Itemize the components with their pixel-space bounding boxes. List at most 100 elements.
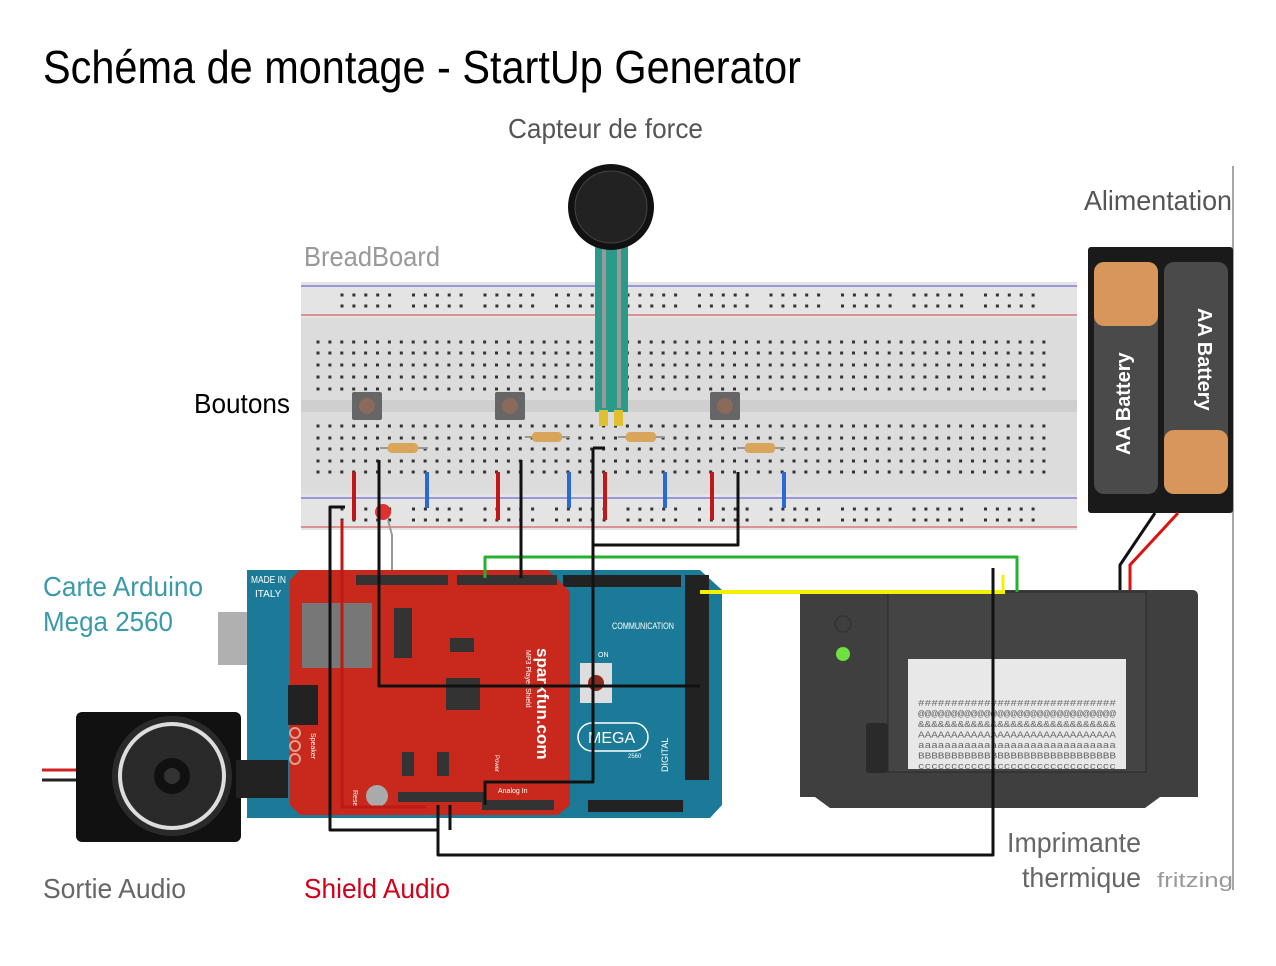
breadboard-hole — [673, 387, 677, 391]
breadboard-hole — [471, 340, 475, 344]
breadboard-hole — [542, 351, 546, 355]
breadboard-hole — [768, 375, 772, 379]
speaker[interactable] — [42, 712, 288, 842]
breadboard-hole — [459, 507, 463, 511]
breadboard-hole — [590, 375, 594, 379]
push-buttons[interactable] — [352, 392, 740, 420]
battery-holder[interactable]: AA Battery AA Battery — [1088, 247, 1233, 513]
breadboard-hole — [863, 447, 867, 451]
breadboard-hole — [817, 304, 821, 308]
breadboard-hole — [875, 470, 879, 474]
breadboard-hole — [316, 387, 320, 391]
breadboard-hole — [387, 470, 391, 474]
breadboard-hole — [935, 436, 939, 440]
breadboard-hole — [531, 507, 535, 511]
breadboard-hole — [875, 447, 879, 451]
label-printer-line1: Imprimante — [1007, 827, 1141, 858]
breadboard-hole — [685, 340, 689, 344]
breadboard-hole — [507, 293, 511, 297]
breadboard-hole — [447, 436, 451, 440]
breadboard-hole — [506, 387, 510, 391]
breadboard-hole — [673, 363, 677, 367]
breadboard[interactable] — [301, 282, 1077, 530]
breadboard-hole — [697, 387, 701, 391]
breadboard-hole — [328, 459, 332, 463]
breadboard-hole — [875, 387, 879, 391]
breadboard-hole — [674, 518, 678, 522]
audio-shield[interactable]: sparkfun.com MP3 Player Shield Analog In… — [288, 570, 570, 815]
reset-text: Reset — [351, 790, 358, 808]
breadboard-hole — [531, 293, 535, 297]
breadboard-hole — [804, 424, 808, 428]
breadboard-hole — [804, 387, 808, 391]
breadboard-hole — [756, 340, 760, 344]
breadboard-hole — [793, 304, 797, 308]
breadboard-hole — [399, 375, 403, 379]
on-text: ON — [598, 652, 609, 659]
breadboard-hole — [542, 375, 546, 379]
breadboard-hole — [661, 424, 665, 428]
breadboard-hole — [554, 387, 558, 391]
breadboard-hole — [923, 459, 927, 463]
breadboard-hole — [924, 304, 928, 308]
breadboard-hole — [685, 351, 689, 355]
breadboard-hole — [1006, 470, 1010, 474]
breadboard-hole — [887, 351, 891, 355]
breadboard-hole — [483, 459, 487, 463]
breadboard-hole — [852, 363, 855, 367]
breadboard-hole — [661, 351, 665, 355]
breadboard-hole — [733, 293, 737, 297]
breadboard-hole — [994, 459, 998, 463]
breadboard-hole — [733, 436, 736, 440]
breadboard-hole — [1031, 518, 1035, 522]
breadboard-hole — [1018, 470, 1022, 474]
breadboard-hole — [971, 424, 974, 428]
paper-line: &&&&&&&&&&&&&&&&&&&&&&&&&&&&&& — [918, 720, 1117, 730]
breadboard-hole — [435, 304, 439, 308]
force-sensor[interactable] — [568, 164, 654, 426]
thermal-printer[interactable]: ##############################@@@@@@@@@@… — [800, 590, 1198, 808]
breadboard-hole — [935, 363, 939, 367]
breadboard-hole — [495, 304, 499, 308]
breadboard-hole — [411, 340, 415, 344]
breadboard-hole — [316, 351, 320, 355]
breadboard-hole — [483, 507, 487, 511]
breadboard-hole — [792, 436, 796, 440]
breadboard-hole — [685, 375, 689, 379]
breadboard-hole — [649, 351, 653, 355]
breadboard-hole — [852, 459, 855, 463]
breadboard-hole — [984, 304, 987, 308]
breadboard-hole — [459, 470, 463, 474]
breadboard-hole — [1019, 507, 1023, 511]
breadboard-hole — [947, 424, 951, 428]
breadboard-hole — [590, 387, 594, 391]
breadboard-hole — [1006, 447, 1010, 451]
breadboard-hole — [828, 363, 832, 367]
breadboard-hole — [411, 375, 415, 379]
breadboard-hole — [518, 424, 522, 428]
breadboard-hole — [804, 351, 808, 355]
breadboard-hole — [650, 304, 654, 308]
push-button-2 — [495, 392, 525, 420]
breadboard-hole — [328, 447, 332, 451]
breadboard-hole — [506, 351, 510, 355]
breadboard-hole — [626, 507, 630, 511]
breadboard-hole — [745, 304, 749, 308]
breadboard-hole — [982, 387, 986, 391]
breadboard-hole — [887, 340, 891, 344]
breadboard-hole — [447, 387, 451, 391]
breadboard-hole — [340, 470, 344, 474]
breadboard-hole — [1030, 375, 1034, 379]
breadboard-hole — [924, 518, 928, 522]
breadboard-hole — [423, 363, 427, 367]
breadboard-hole — [364, 424, 368, 428]
breadboard-hole — [352, 363, 356, 367]
breadboard-hole — [817, 293, 821, 297]
breadboard-hole — [530, 363, 534, 367]
breadboard-hole — [959, 340, 963, 344]
resistors — [380, 432, 785, 453]
breadboard-hole — [698, 507, 701, 511]
breadboard-hole — [578, 363, 582, 367]
breadboard-hole — [841, 304, 844, 308]
breadboard-hole — [875, 436, 879, 440]
